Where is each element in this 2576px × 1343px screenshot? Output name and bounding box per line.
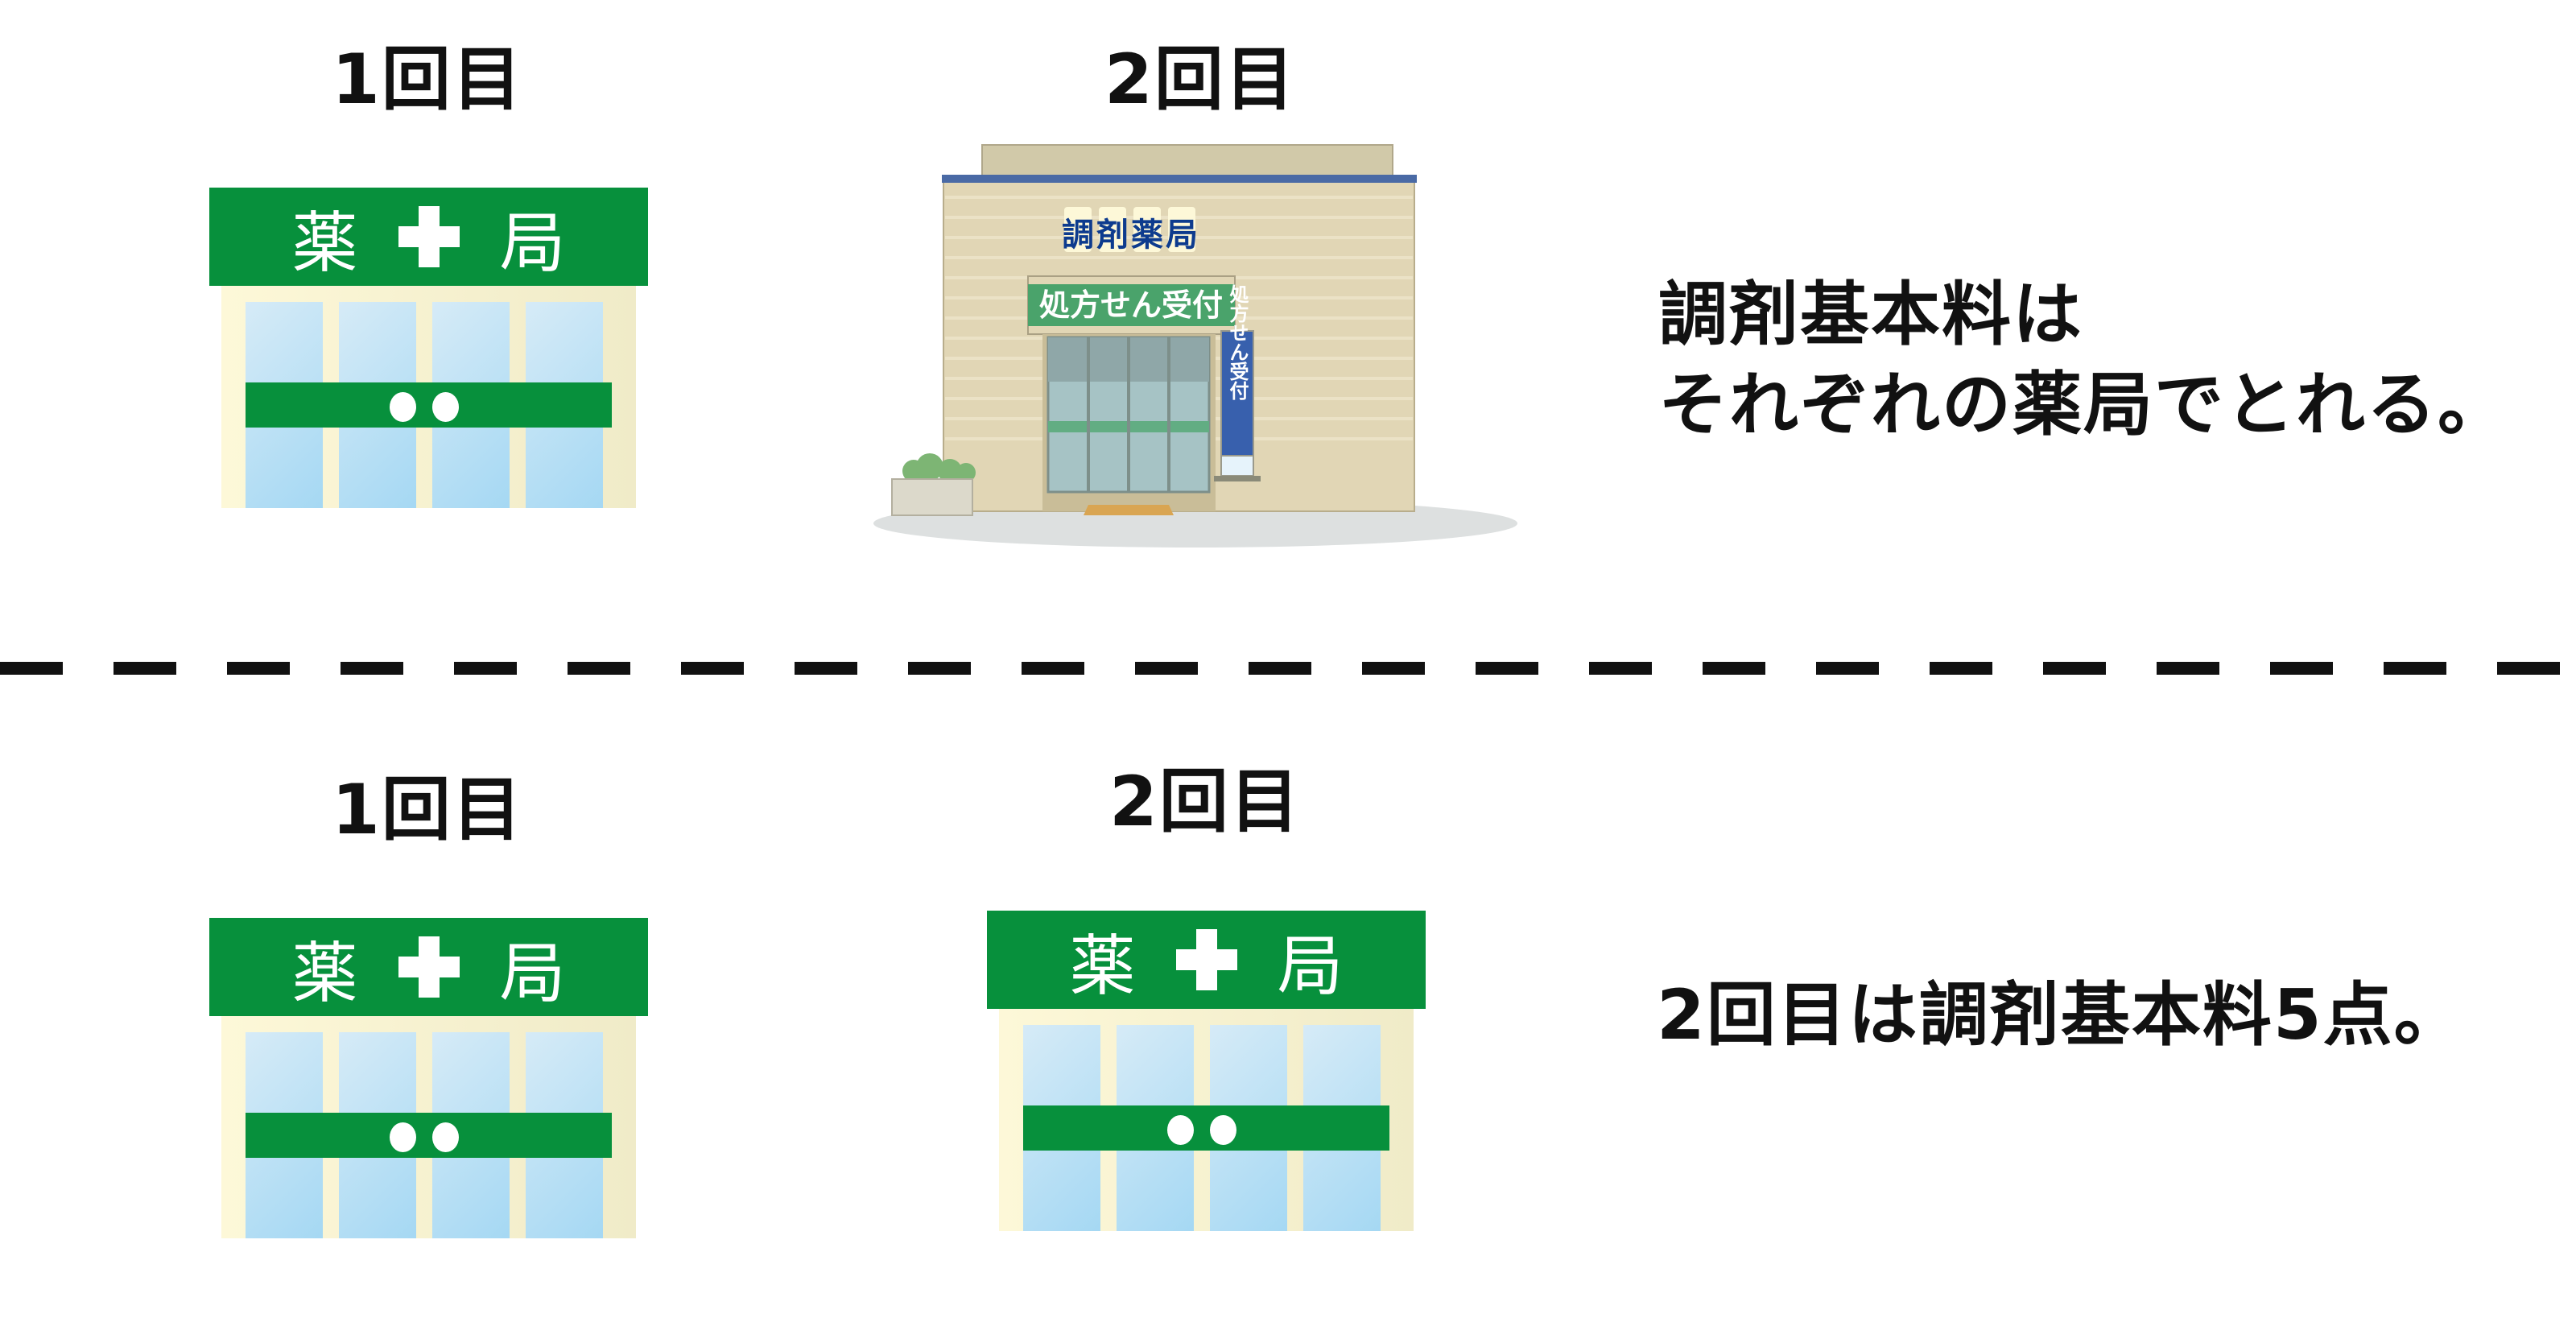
prescription-banner: 処方せん受付 (1039, 287, 1223, 323)
dispensing-pharmacy-building: 調 剤 薬 局 処方せん受付 処方せん受付 (873, 144, 1517, 548)
visit-1-label: 1回目 (332, 770, 523, 850)
note-line-2: それぞれの薬局でとれる。 (1658, 365, 2508, 445)
svg-text:剤: 剤 (1096, 217, 1129, 254)
door-handle (1210, 1115, 1236, 1145)
svg-text:局: 局 (1166, 217, 1198, 254)
door-band (1023, 1105, 1389, 1151)
door-band (246, 382, 612, 428)
pharmacy-icon: 薬 局 (209, 188, 648, 508)
door-handle (432, 392, 459, 422)
door-handle (1167, 1115, 1194, 1145)
cross-icon (398, 206, 460, 267)
door-band (246, 1113, 612, 1158)
storefront (999, 1009, 1414, 1231)
note-line-1: 調剤基本料は (1658, 275, 2083, 355)
pharmacy-sign: 薬 局 (987, 911, 1426, 1009)
pharmacy-sign: 薬 局 (209, 918, 648, 1016)
cross-icon (398, 936, 460, 998)
sign-char: 薬 (291, 935, 358, 1012)
storefront (221, 1016, 636, 1238)
visit-1-label: 1回目 (332, 39, 523, 120)
sign-char: 薬 (291, 205, 358, 282)
prescription-stand (1220, 330, 1254, 457)
building-sign: 調 剤 薬 局 (1062, 207, 1198, 254)
door-handle (390, 392, 416, 422)
door-handle (390, 1122, 416, 1152)
sign-char: 局 (499, 935, 566, 1012)
svg-text:調: 調 (1062, 217, 1094, 254)
visit-2-label: 2回目 (1104, 39, 1296, 120)
pharmacy-icon: 薬 局 (209, 918, 648, 1238)
sign-char: 局 (499, 205, 566, 282)
pharmacy-sign: 薬 局 (209, 188, 648, 286)
storefront (221, 286, 636, 508)
note-bottom: 2回目は調剤基本料5点。 (1657, 975, 2465, 1056)
sign-char: 局 (1277, 928, 1344, 1005)
pharmacy-icon: 薬 局 (987, 911, 1426, 1231)
stand-text: 処方せん受付 (1226, 284, 1249, 401)
section-divider (0, 662, 2576, 675)
sign-char: 薬 (1069, 928, 1136, 1005)
svg-text:薬: 薬 (1131, 217, 1163, 254)
door-handle (432, 1122, 459, 1152)
visit-2-label: 2回目 (1109, 762, 1301, 842)
cross-icon (1175, 929, 1237, 990)
